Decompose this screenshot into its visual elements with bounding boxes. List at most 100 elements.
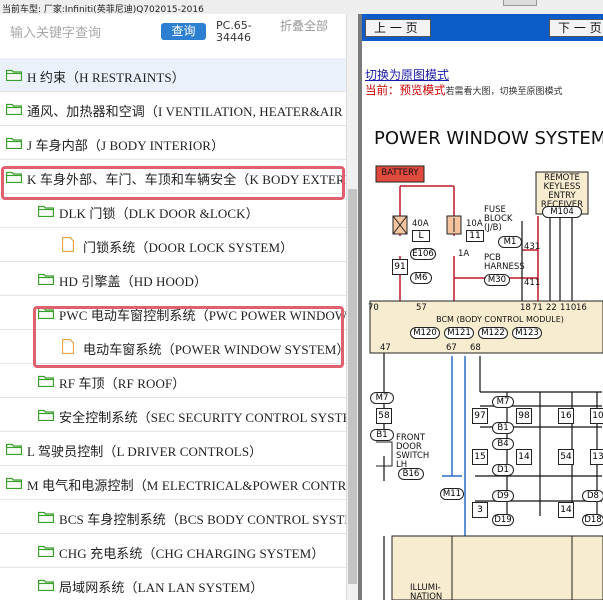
tree-item[interactable]: 通风、加热器和空调（I VENTILATION, HEATER&AIR COND… xyxy=(0,92,346,126)
tree-item-label: RF 车顶（RF ROOF） xyxy=(59,376,186,391)
tree-item[interactable]: 局域网系统（LAN LAN SYSTEM） xyxy=(0,568,346,600)
folder-icon xyxy=(38,579,54,591)
connector-label: D8 xyxy=(582,490,603,502)
bcm-pin: 67 xyxy=(446,343,457,353)
folder-icon xyxy=(38,545,54,557)
fuse-40a-id: L xyxy=(412,230,430,242)
tree-item-label: 安全控制系统（SEC SECURITY CONTROL SYSTEM） xyxy=(59,410,346,425)
pin-411: 411 xyxy=(524,278,541,288)
bcm-connector: M120 xyxy=(410,327,440,339)
connector-label: M7 xyxy=(492,396,514,408)
document-viewer: 上 一 页 下 一 页 切换为原图模式 当前：预览模式若需看大图，切换至原图模式 xyxy=(362,14,603,600)
tree-item[interactable]: 电动车窗系统（POWER WINDOW SYSTEM） xyxy=(0,330,346,364)
fuse-10a-label: 10A xyxy=(466,219,483,229)
bcm-pin: 22 xyxy=(546,303,557,313)
folder-icon xyxy=(6,171,22,183)
bcm-pin: 110 xyxy=(560,303,577,313)
illumination-label: ILLUMI- NATION xyxy=(410,583,443,600)
tree-item[interactable]: 门锁系统（DOOR LOCK SYSTEM） xyxy=(0,228,346,262)
tree-item[interactable]: H 约束（H RESTRAINTS） xyxy=(0,58,346,92)
tree-item[interactable]: DLK 门锁（DLK DOOR &LOCK） xyxy=(0,194,346,228)
bcm-pin: 57 xyxy=(416,303,427,313)
connector-pin: 54 xyxy=(558,449,574,465)
folder-icon xyxy=(38,307,54,319)
tree-item-label: 通风、加热器和空调（I VENTILATION, HEATER&AIR COND… xyxy=(27,104,346,119)
navigation-panel: 查询 PC.65-34446 折叠全部 H 约束（H RESTRAINTS） 通风… xyxy=(0,14,346,600)
panel-splitter[interactable] xyxy=(358,14,362,600)
m6-connector: M6 xyxy=(410,272,432,284)
m30-connector: M30 xyxy=(484,274,510,286)
tree-item[interactable]: RF 车顶（RF ROOF） xyxy=(0,364,346,398)
highlight-k-body-exterior xyxy=(1,166,345,200)
tree-item-label: PWC 电动车窗控制系统（PWC POWER WINDOW CONTROL SY… xyxy=(59,308,346,323)
fuse-block-connector: M1 xyxy=(498,236,522,248)
search-input[interactable] xyxy=(10,22,155,44)
folder-icon xyxy=(38,511,54,523)
tree-item-label: BCS 车身控制系统（BCS BODY CONTROL SYSTEM） xyxy=(59,512,346,527)
folder-icon xyxy=(6,137,22,149)
pc-code-text: PC.65-34446 xyxy=(216,19,252,44)
wiring-diagram: POWER WINDOW SYSTEM BATTERY REMOTE KEYLE… xyxy=(362,126,603,600)
bcm-pin: 71 xyxy=(532,303,543,313)
tree-item[interactable]: 安全控制系统（SEC SECURITY CONTROL SYSTEM） xyxy=(0,398,346,432)
connector-label: B4 xyxy=(492,438,514,450)
bcm-label: BCM (BODY CONTROL MODULE) xyxy=(436,315,564,324)
fuse-10a-id: 11 xyxy=(466,230,484,242)
tree-item[interactable]: K 车身外部、车门、车顶和车辆安全（K BODY EXTERIOR, DOORS… xyxy=(0,160,346,194)
collapse-all-button[interactable]: 折叠全部 xyxy=(280,19,329,33)
tree-item[interactable]: PWC 电动车窗控制系统（PWC POWER WINDOW CONTROL SY… xyxy=(0,296,346,330)
bcm-pin: 47 xyxy=(380,343,391,353)
top-button[interactable] xyxy=(503,0,537,6)
front-door-switch-label: FRONT DOOR SWITCH LH xyxy=(396,433,430,470)
pin-431: 431 xyxy=(524,242,541,252)
tree-item-label: J 车身内部（J BODY INTERIOR） xyxy=(27,138,225,153)
folder-icon xyxy=(38,409,54,421)
top-bar: 当前车型: 厂家:Infiniti(英菲尼迪)Q702015-2016 xyxy=(0,0,603,15)
folder-icon xyxy=(38,375,54,387)
pin-91: 91 xyxy=(392,259,408,275)
folder-icon xyxy=(6,477,22,489)
scrollbar-thumb[interactable] xyxy=(348,189,357,584)
tree-item[interactable]: CHG 充电系统（CHG CHARGING SYSTEM） xyxy=(0,534,346,568)
tree-item-label: CHG 充电系统（CHG CHARGING SYSTEM） xyxy=(59,546,325,561)
current-mode-tip: 若需看大图，切换至原图模式 xyxy=(445,87,563,97)
b1-connector: B1 xyxy=(370,429,394,441)
tree-item[interactable]: BCS 车身控制系统（BCS BODY CONTROL SYSTEM） xyxy=(0,500,346,534)
connector-pin: 3 xyxy=(472,502,488,518)
tree-item-label: 门锁系统（DOOR LOCK SYSTEM） xyxy=(83,240,294,255)
tree-scrollbar[interactable] xyxy=(346,14,358,600)
folder-icon xyxy=(6,103,22,115)
next-page-button[interactable]: 下 一 页 xyxy=(549,19,603,37)
m11-connector: M11 xyxy=(440,488,464,500)
tree-item[interactable]: M 电气和电源控制（M ELECTRICAL&POWER CONTROL） xyxy=(0,466,346,500)
connector-pin: 16 xyxy=(558,408,574,424)
tree-item[interactable]: J 车身内部（J BODY INTERIOR） xyxy=(0,126,346,160)
current-mode-prefix: 当前： xyxy=(365,83,400,97)
tree-item[interactable]: HD 引擎盖（HD HOOD） xyxy=(0,262,346,296)
bcm-pin: 18 xyxy=(520,303,531,313)
tree-item[interactable]: L 驾驶员控制（L DRIVER CONTROLS） xyxy=(0,432,346,466)
folder-icon xyxy=(6,69,22,81)
current-mode-line: 当前：预览模式若需看大图，切换至原图模式 xyxy=(365,82,563,98)
folder-icon xyxy=(6,443,22,455)
connector-pin: 97 xyxy=(472,408,488,424)
e106-connector: E106 xyxy=(410,248,436,260)
connector-pin: 14 xyxy=(516,449,532,465)
fuse-block-label: FUSE BLOCK (J/B) xyxy=(484,205,513,233)
remote-receiver-label: REMOTE KEYLESS ENTRY RECEIVER xyxy=(540,173,584,210)
pcb-harness-label: PCB HARNESS xyxy=(484,253,525,272)
connector-pin: 10 xyxy=(590,408,603,424)
query-button[interactable]: 查询 xyxy=(161,23,206,40)
bcm-connector: M121 xyxy=(444,327,474,339)
bcm-pin: 16 xyxy=(576,303,587,313)
tree-item-label: H 约束（H RESTRAINTS） xyxy=(27,70,185,85)
folder-icon xyxy=(38,273,54,285)
remote-connector: M104 xyxy=(542,206,582,218)
switch-original-mode-link[interactable]: 切换为原图模式 xyxy=(365,68,450,82)
tree-item-label: HD 引擎盖（HD HOOD） xyxy=(59,274,208,289)
highlight-power-window xyxy=(33,306,344,368)
connector-label: D19 xyxy=(492,514,514,526)
connector-pin: 15 xyxy=(472,449,488,465)
tree-item-label: K 车身外部、车门、车顶和车辆安全（K BODY EXTERIOR, DOORS… xyxy=(27,172,346,187)
prev-page-button[interactable]: 上 一 页 xyxy=(365,19,431,37)
